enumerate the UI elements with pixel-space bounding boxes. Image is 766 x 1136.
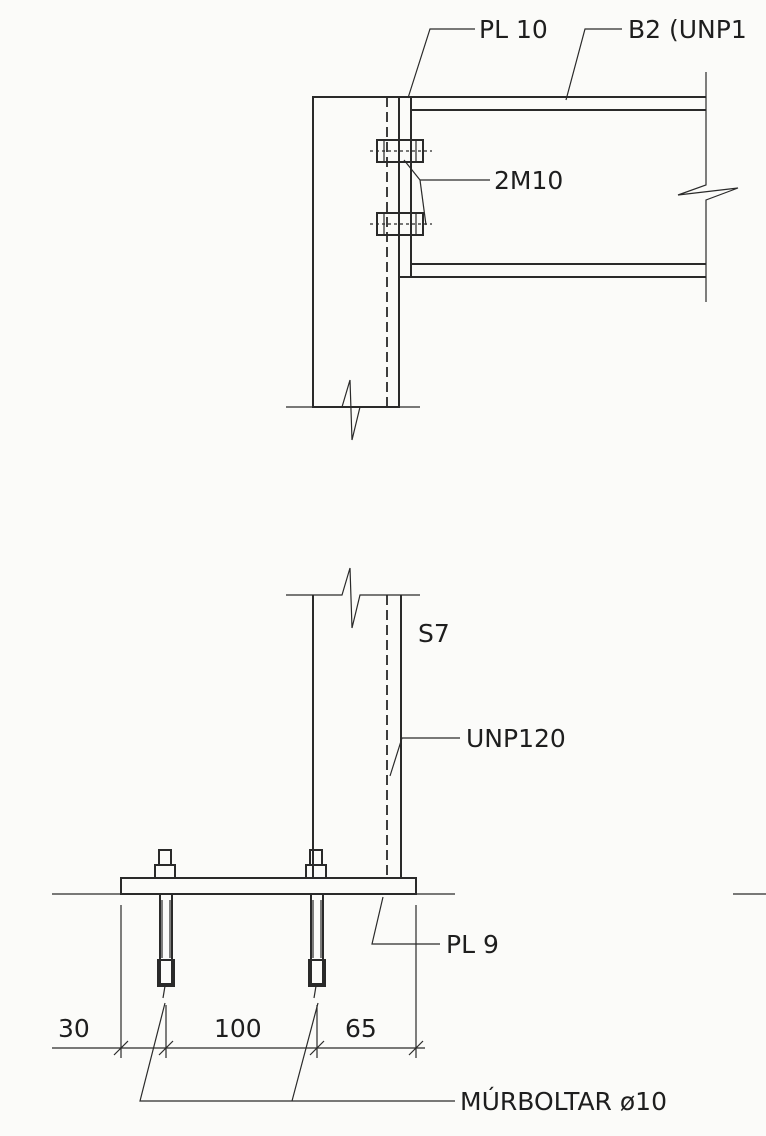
beam-break-line <box>677 72 739 302</box>
label-s7: S7 <box>418 619 450 648</box>
dimension-100: 100 <box>214 1014 262 1043</box>
label-pl10: PL 10 <box>479 15 548 44</box>
leader-anchor-right <box>291 1002 319 1102</box>
column-break-line-bottom <box>286 567 420 629</box>
bolt-lower <box>370 212 432 236</box>
dimension-chain: 30 100 65 <box>52 905 425 1058</box>
label-bolts: 2M10 <box>494 166 563 195</box>
label-unp120: UNP120 <box>466 724 566 753</box>
leader-anchor-left <box>139 1002 455 1102</box>
anchor-bolt-left <box>154 849 176 999</box>
dimension-65: 65 <box>345 1014 377 1043</box>
anchor-bolt-right <box>305 849 327 999</box>
base-plate <box>120 877 417 895</box>
bolt-upper <box>370 139 432 163</box>
dimension-30: 30 <box>58 1014 90 1043</box>
leader-b2 <box>565 28 622 101</box>
top-connection-detail: PL 10 B2 (UNP1 2M10 <box>286 15 747 441</box>
leader-pl10 <box>407 28 475 99</box>
label-b2: B2 (UNP1 <box>628 15 747 44</box>
leader-pl9 <box>371 896 440 945</box>
leader-unp120 <box>389 737 460 777</box>
end-plate <box>398 96 412 278</box>
label-pl9: PL 9 <box>446 930 499 959</box>
label-anchor-bolts: MÚRBOLTAR ø10 <box>460 1086 667 1116</box>
column-break-line-top <box>286 379 420 441</box>
base-plate-detail: S7 UNP120 PL 9 MÚRBOLTAR ø10 <box>52 567 766 1116</box>
